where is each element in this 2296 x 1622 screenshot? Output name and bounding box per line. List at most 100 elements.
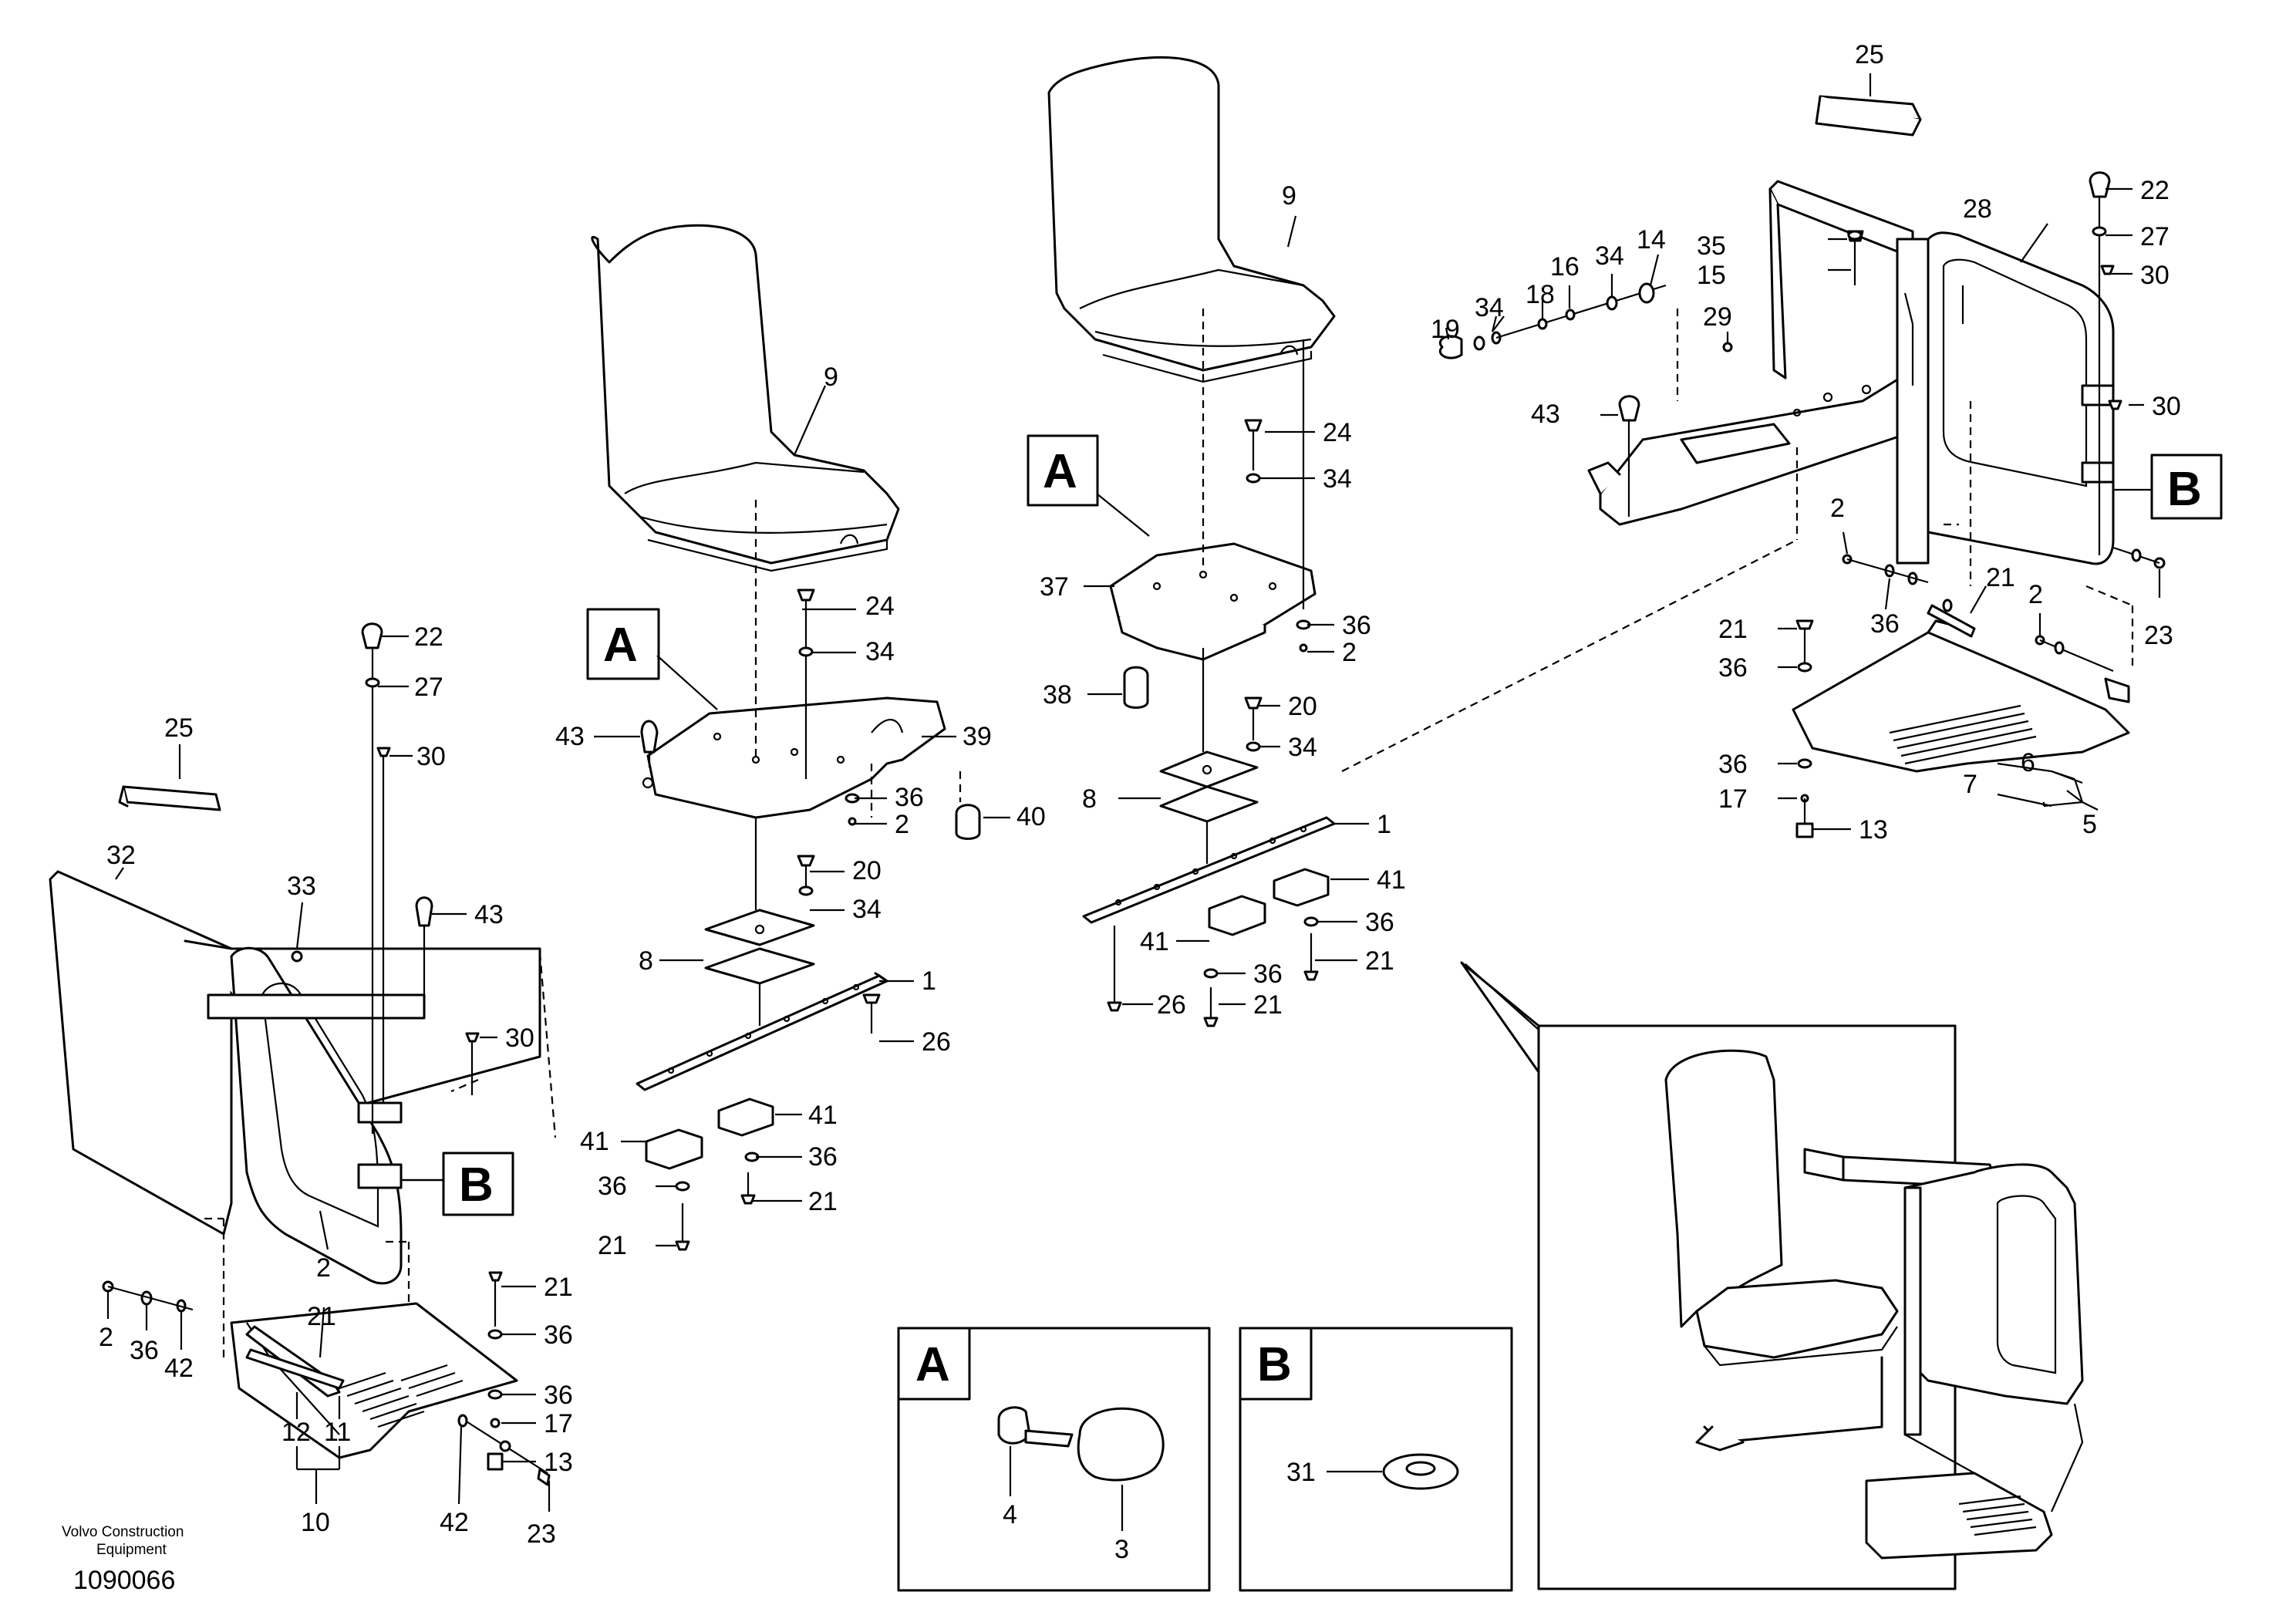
part-number-label: 27 bbox=[2140, 222, 2170, 251]
part-number-label: 12 bbox=[282, 1418, 311, 1447]
center-leaders bbox=[1084, 215, 1369, 1006]
part-number-label: 3 bbox=[1114, 1535, 1129, 1564]
part-number-label: 36 bbox=[544, 1320, 573, 1350]
part-number-label: 36 bbox=[1718, 653, 1748, 683]
slide-blocks-center bbox=[1208, 868, 1330, 936]
part-number-label: 4 bbox=[1003, 1500, 1017, 1529]
part-number-label: 23 bbox=[527, 1519, 556, 1549]
part-number-label: 30 bbox=[416, 742, 446, 771]
part-number-label: 8 bbox=[639, 946, 653, 976]
part-number-label: 36 bbox=[1253, 959, 1283, 989]
part-number-label: 8 bbox=[1082, 784, 1097, 814]
part-number-label: 35 bbox=[1697, 231, 1726, 261]
part-number-label: 2 bbox=[2028, 580, 2043, 609]
part-number-label: 22 bbox=[2140, 176, 2170, 205]
part-number-label: 11 bbox=[324, 1418, 351, 1447]
part-number-label: B bbox=[2167, 463, 2202, 516]
part-number-label: 27 bbox=[414, 673, 443, 702]
part-number-label: 20 bbox=[1288, 692, 1317, 721]
middle-labels: 9 24 34 A 43 39 36 2 40 20 34 8 1 26 41 … bbox=[555, 363, 1046, 1260]
part-number-label: 31 bbox=[1286, 1458, 1316, 1487]
part-number-label: 30 bbox=[505, 1023, 534, 1053]
middle-leaders bbox=[594, 385, 1010, 1247]
part-number-label: 41 bbox=[1140, 927, 1169, 956]
part-number-label: 1 bbox=[1377, 810, 1391, 839]
part-number-label: 1090066 bbox=[73, 1566, 175, 1595]
part-number-label: 21 bbox=[1718, 615, 1748, 644]
part-number-label: 41 bbox=[808, 1101, 838, 1130]
part-number-label: 21 bbox=[544, 1273, 573, 1302]
part-number-label: 26 bbox=[1157, 990, 1186, 1020]
part-number-label: 36 bbox=[1365, 908, 1394, 937]
part-number-label: A bbox=[1043, 445, 1077, 498]
fasteners-left bbox=[102, 622, 551, 1486]
part-number-label: 17 bbox=[544, 1409, 573, 1438]
part-number-label: 24 bbox=[865, 592, 895, 621]
part-number-label: 34 bbox=[1475, 293, 1504, 322]
part-number-label: 19 bbox=[1431, 315, 1460, 344]
part-number-label: 2 bbox=[1830, 494, 1845, 523]
part-number-label: 25 bbox=[1855, 40, 1884, 69]
part-number-label: 36 bbox=[1870, 609, 1900, 639]
part-number-label: B bbox=[1257, 1338, 1292, 1391]
part-number-label: 23 bbox=[2144, 621, 2173, 650]
part-number-label: 2 bbox=[1342, 638, 1357, 667]
seat-plate-left bbox=[642, 696, 946, 819]
part-number-label: 7 bbox=[1963, 770, 1977, 799]
part-number-label: 36 bbox=[130, 1336, 159, 1365]
part-number-label: 10 bbox=[301, 1508, 330, 1537]
part-number-label: 41 bbox=[580, 1127, 609, 1156]
part-number-label: 36 bbox=[598, 1172, 627, 1201]
seat-plate-center bbox=[1109, 542, 1317, 661]
part-number-label: 13 bbox=[1859, 815, 1888, 845]
seat-center bbox=[1047, 56, 1336, 383]
part-number-label: 37 bbox=[1040, 572, 1069, 602]
left-labels: 22 27 30 25 32 33 43 30 B 2 21 2 36 42 1… bbox=[99, 622, 573, 1549]
part-number-label: 36 bbox=[1342, 611, 1371, 640]
part-number-label: 21 bbox=[1365, 946, 1394, 976]
part-number-label: 26 bbox=[922, 1027, 951, 1057]
part-number-label: 24 bbox=[1323, 418, 1352, 447]
part-number-label: 36 bbox=[808, 1142, 838, 1172]
part-number-label: 34 bbox=[1595, 241, 1624, 271]
seat-left bbox=[591, 224, 900, 572]
part-number-label: 33 bbox=[287, 872, 316, 901]
footrest-right bbox=[1792, 619, 2130, 773]
part-number-label: 21 bbox=[598, 1231, 627, 1260]
fasteners-center bbox=[1107, 419, 1319, 1027]
center-labels: 9 24 34 A 37 36 2 38 20 34 8 1 41 41 36 … bbox=[1040, 181, 1406, 1020]
part-number-label: 34 bbox=[1288, 733, 1317, 762]
part-number-label: 15 bbox=[1697, 261, 1726, 290]
part-number-label: 21 bbox=[808, 1187, 838, 1216]
armrest-right bbox=[1815, 73, 1922, 137]
detail-b-box: B 31 bbox=[1239, 1327, 1513, 1592]
part-number-label: 38 bbox=[1043, 680, 1072, 710]
part-number-label: 21 bbox=[1986, 563, 2015, 592]
detail-a-box: A 4 3 bbox=[897, 1327, 1211, 1592]
part-number-label: 18 bbox=[1526, 280, 1555, 309]
part-number-label: 34 bbox=[1323, 464, 1352, 494]
part-number-label: 32 bbox=[106, 841, 136, 870]
right-leaders bbox=[1341, 187, 2161, 831]
part-number-label: 41 bbox=[1377, 865, 1406, 895]
console-right bbox=[1587, 180, 2115, 565]
part-number-label: 42 bbox=[164, 1354, 194, 1383]
pads-center bbox=[1159, 750, 1259, 823]
part-number-label: 36 bbox=[1718, 750, 1748, 779]
part-number-label: 43 bbox=[1531, 400, 1560, 429]
part-number-label: A bbox=[603, 619, 638, 672]
callout-a-center bbox=[1027, 434, 1099, 507]
part-number-label: 21 bbox=[307, 1302, 336, 1331]
part-number-label: 13 bbox=[544, 1448, 573, 1477]
slide-blocks-left bbox=[645, 1098, 774, 1170]
footrest-left bbox=[230, 1302, 518, 1459]
part-number-label: 39 bbox=[963, 722, 992, 751]
right-labels: 25 22 28 27 30 35 15 29 14 34 16 18 34 1… bbox=[1431, 40, 2202, 845]
part-number-label: 40 bbox=[1017, 802, 1046, 831]
part-number-label: 16 bbox=[1550, 252, 1580, 282]
part-number-label: 29 bbox=[1703, 302, 1732, 332]
rail-center bbox=[1082, 816, 1336, 924]
callout-b-left bbox=[442, 1152, 514, 1216]
fasteners-middle bbox=[640, 588, 981, 1251]
